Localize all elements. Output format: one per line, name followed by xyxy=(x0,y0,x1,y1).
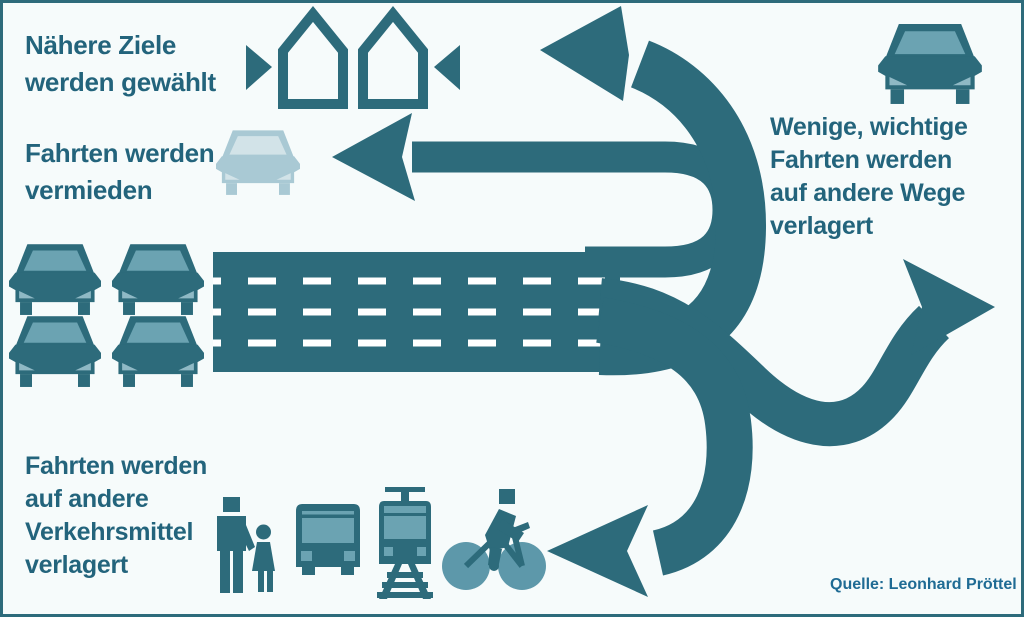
house-icon xyxy=(278,6,348,109)
wavy-right-arrow-head xyxy=(903,259,995,355)
bus-icon xyxy=(296,504,360,575)
label-other-modes: Fahrten werden auf andere Verkehrsmittel… xyxy=(25,452,207,579)
house-icon xyxy=(358,6,428,109)
u-turn-left-arrow-head xyxy=(332,113,415,201)
up-left-arrow-head xyxy=(540,6,629,101)
faded-car-icon xyxy=(216,130,300,195)
label-nearer-destinations: Nähere Ziele werden gewählt xyxy=(25,30,216,97)
pedestrians-icon xyxy=(217,497,275,593)
road-and-arrows-graphic xyxy=(213,6,995,597)
car-icon xyxy=(878,24,982,104)
loop-down-left-arrow-head xyxy=(547,505,648,597)
car-icon xyxy=(9,316,101,387)
loop-down-left-arrow xyxy=(595,297,753,576)
car-icon xyxy=(112,244,204,315)
source-credit: Quelle: Leonhard Pröttel xyxy=(830,576,1017,593)
u-turn-left-arrow xyxy=(412,141,744,278)
tram-icon xyxy=(377,487,433,599)
car-icon xyxy=(112,316,204,387)
triangle-right-icon xyxy=(246,45,272,90)
label-other-routes: Wenige, wichtige Fahrten werden auf ande… xyxy=(770,113,968,240)
cyclist-icon xyxy=(442,489,546,590)
houses-group xyxy=(246,6,460,109)
label-trips-avoided: Fahrten werden vermieden xyxy=(25,138,215,205)
triangle-left-icon xyxy=(434,45,460,90)
car-icon xyxy=(9,244,101,315)
